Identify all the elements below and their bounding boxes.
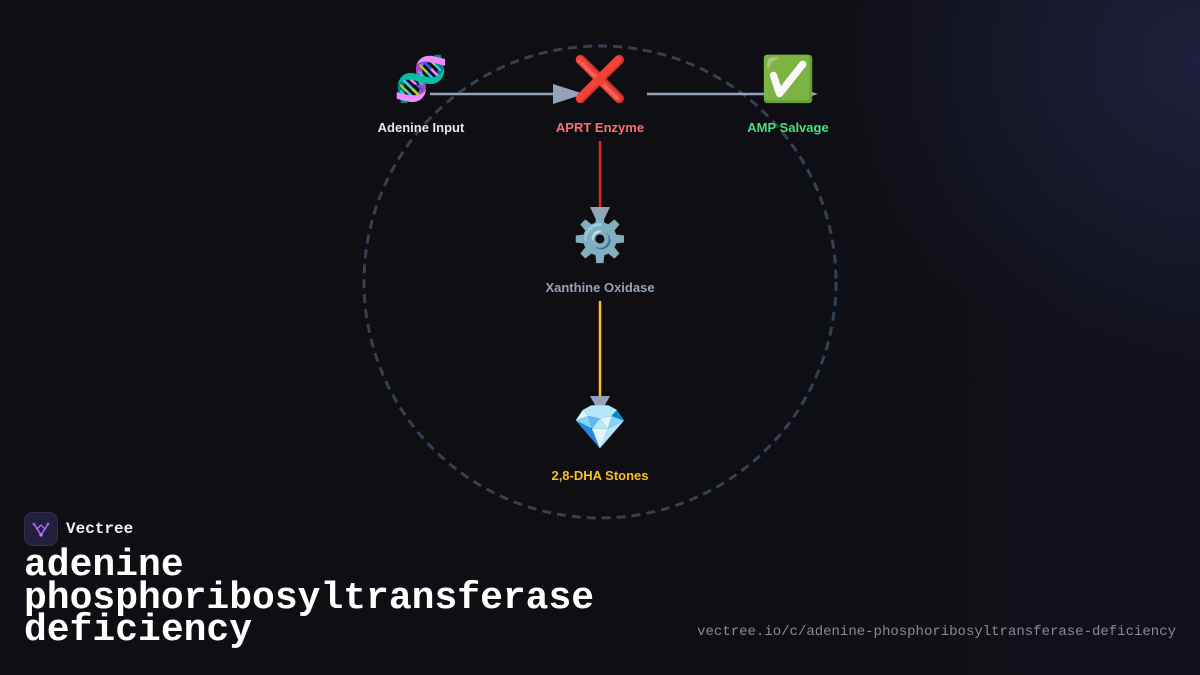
page-title-line: phosphoribosyltransferase [24, 576, 595, 620]
brand: Vectree [24, 512, 133, 546]
node-label-xanthine-oxidase: Xanthine Oxidase [545, 280, 655, 295]
page-title: adenine phosphoribosyltransferase defici… [24, 547, 664, 650]
vectree-logo-icon [24, 512, 58, 546]
arrowhead-aprt-to-amp [800, 88, 818, 100]
orbit-ring [362, 44, 838, 520]
node-label-adenine-input: Adenine Input [377, 120, 465, 135]
arrowhead-adenine-to-aprt [553, 84, 584, 104]
page-url[interactable]: vectree.io/c/adenine-phosphoribosyltrans… [697, 624, 1176, 640]
brand-name: Vectree [66, 520, 134, 538]
arrowhead-aprt-to-xanthine [590, 207, 610, 228]
node-label-aprt-enzyme: APRT Enzyme [555, 120, 645, 135]
gear-icon: ⚙️ [572, 214, 628, 265]
page-title-line: adenine [24, 544, 184, 587]
cross-mark-icon: ❌ [572, 54, 628, 105]
dna-icon: 🧬 [393, 54, 449, 105]
gem-icon: 💎 [572, 402, 628, 453]
node-label-dha-stones: 2,8-DHA Stones [551, 468, 649, 483]
arrowhead-xanthine-to-stones [590, 396, 610, 414]
node-label-amp-salvage: AMP Salvage [747, 120, 829, 135]
page-title-line: deficiency [24, 609, 253, 652]
check-mark-icon: ✅ [760, 54, 816, 105]
